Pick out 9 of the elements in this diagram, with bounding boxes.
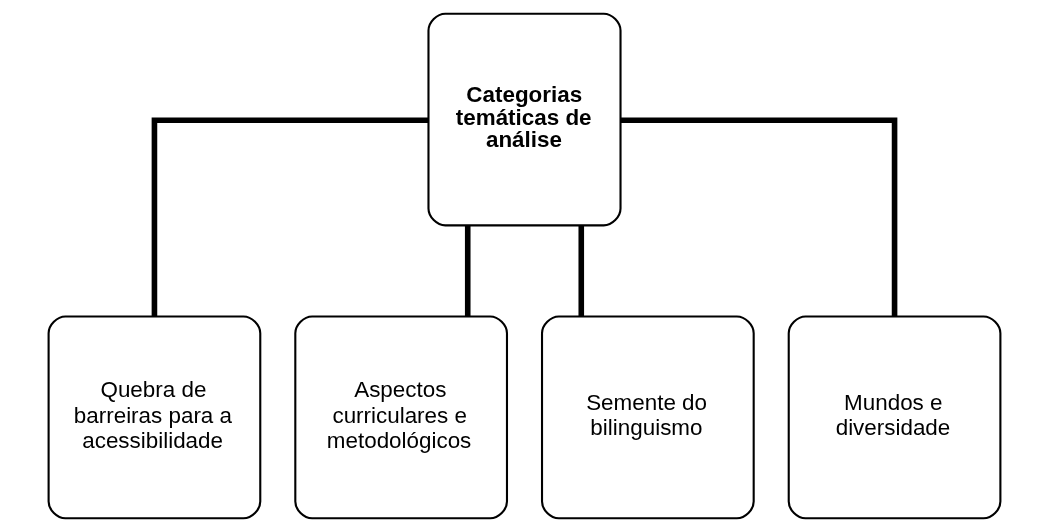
connector bbox=[577, 225, 584, 317]
node-box: Quebra de barreiras para a acessibilidade bbox=[47, 315, 261, 520]
connector bbox=[620, 117, 897, 317]
node-box: Categorias temáticas de análise bbox=[426, 12, 622, 227]
node-box: Aspectos curriculares e metodológicos bbox=[293, 315, 508, 520]
node-box: Semente do bilinguismo bbox=[540, 315, 755, 520]
node-box: Mundos e diversidade bbox=[787, 315, 1001, 520]
connector bbox=[151, 117, 428, 317]
connector bbox=[464, 225, 471, 317]
